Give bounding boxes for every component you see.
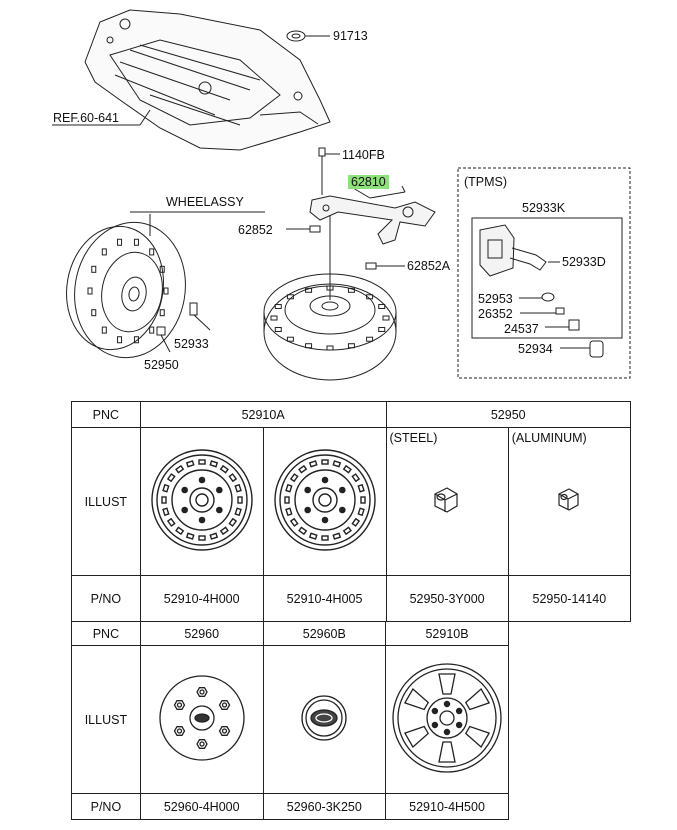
tpms-label: (TPMS) (464, 175, 508, 189)
aluminum-label: (ALUMINUM) (511, 431, 587, 445)
ref-label[interactable]: REF.60-641 (53, 111, 120, 125)
part-label-62852a[interactable]: 62852A (407, 259, 451, 273)
pno-cell[interactable]: 52950-14140 (507, 575, 632, 622)
hub-cap-icon (159, 675, 245, 761)
steel-wheel-icon (273, 449, 376, 551)
pnc-52950[interactable]: 52950 (385, 401, 631, 428)
wheel-assy-label[interactable]: WHEELASSY (166, 195, 244, 209)
pno-cell[interactable]: 52960-4H000 (139, 793, 264, 820)
pnc-header: PNC (71, 401, 141, 428)
pno-cell[interactable]: 52910-4H000 (139, 575, 264, 622)
illust-wheel-cover[interactable] (385, 645, 509, 794)
part-label-52934[interactable]: 52934 (518, 342, 553, 356)
pnc-52960[interactable]: 52960 (139, 621, 264, 646)
part-label-26352[interactable]: 26352 (478, 307, 513, 321)
bolt-1140fb-illustration (318, 147, 340, 195)
part-label-52933[interactable]: 52933 (174, 337, 209, 351)
emblem-cap-icon (301, 695, 347, 741)
pno-cell[interactable]: 52910-4H005 (262, 575, 387, 622)
illust-wheel-4h000[interactable] (139, 427, 264, 576)
spare-wheel-illustration (263, 273, 397, 381)
part-label-52933d[interactable]: 52933D (562, 255, 606, 269)
pno-cell[interactable]: 52950-3Y000 (385, 575, 509, 622)
illust-nut-steel[interactable]: (STEEL) (385, 427, 509, 576)
parts-diagram (52, 9, 631, 381)
plug-91713-illustration (286, 30, 306, 42)
steel-wheel-icon (150, 449, 253, 551)
parts-table-2: PNC 52960 52960B 52910B ILLUST (71, 621, 509, 820)
illust-nut-aluminum[interactable]: (ALUMINUM) (507, 427, 632, 576)
illust-header: ILLUST (71, 645, 141, 794)
part-label-1140fb[interactable]: 1140FB (342, 148, 385, 162)
illust-center-cap[interactable] (139, 645, 264, 794)
pno-header: P/NO (71, 575, 141, 622)
parts-table-1: PNC 52910A 52950 ILLUST (71, 401, 632, 622)
wheel-cover-icon (392, 663, 502, 773)
pnc-header: PNC (71, 621, 141, 646)
part-label-52950[interactable]: 52950 (144, 358, 179, 372)
part-label-62852[interactable]: 62852 (238, 223, 273, 237)
part-label-62810[interactable]: 62810 (348, 175, 389, 189)
lug-nut-icon (434, 487, 458, 513)
tpms-box (457, 167, 631, 379)
pno-cell[interactable]: 52960-3K250 (262, 793, 387, 820)
tpms-sensor-illustration (479, 224, 604, 358)
part-label-91713[interactable]: 91713 (333, 29, 368, 43)
pnc-52910b[interactable]: 52910B (385, 621, 509, 646)
pno-cell[interactable]: 52910-4H500 (385, 793, 509, 820)
illust-wheel-4h005[interactable] (262, 427, 387, 576)
pnc-52910a[interactable]: 52910A (139, 401, 387, 428)
lug-nut-icon (558, 488, 579, 511)
pnc-52960b[interactable]: 52960B (262, 621, 387, 646)
steel-label: (STEEL) (389, 431, 438, 445)
pno-header: P/NO (71, 793, 141, 820)
part-label-52933k[interactable]: 52933K (522, 201, 566, 215)
illust-emblem-cap[interactable] (262, 645, 387, 794)
wheel-assembly-illustration (66, 221, 211, 359)
illust-header: ILLUST (71, 427, 141, 576)
part-label-24537[interactable]: 24537 (504, 322, 539, 336)
part-label-52953[interactable]: 52953 (478, 292, 513, 306)
